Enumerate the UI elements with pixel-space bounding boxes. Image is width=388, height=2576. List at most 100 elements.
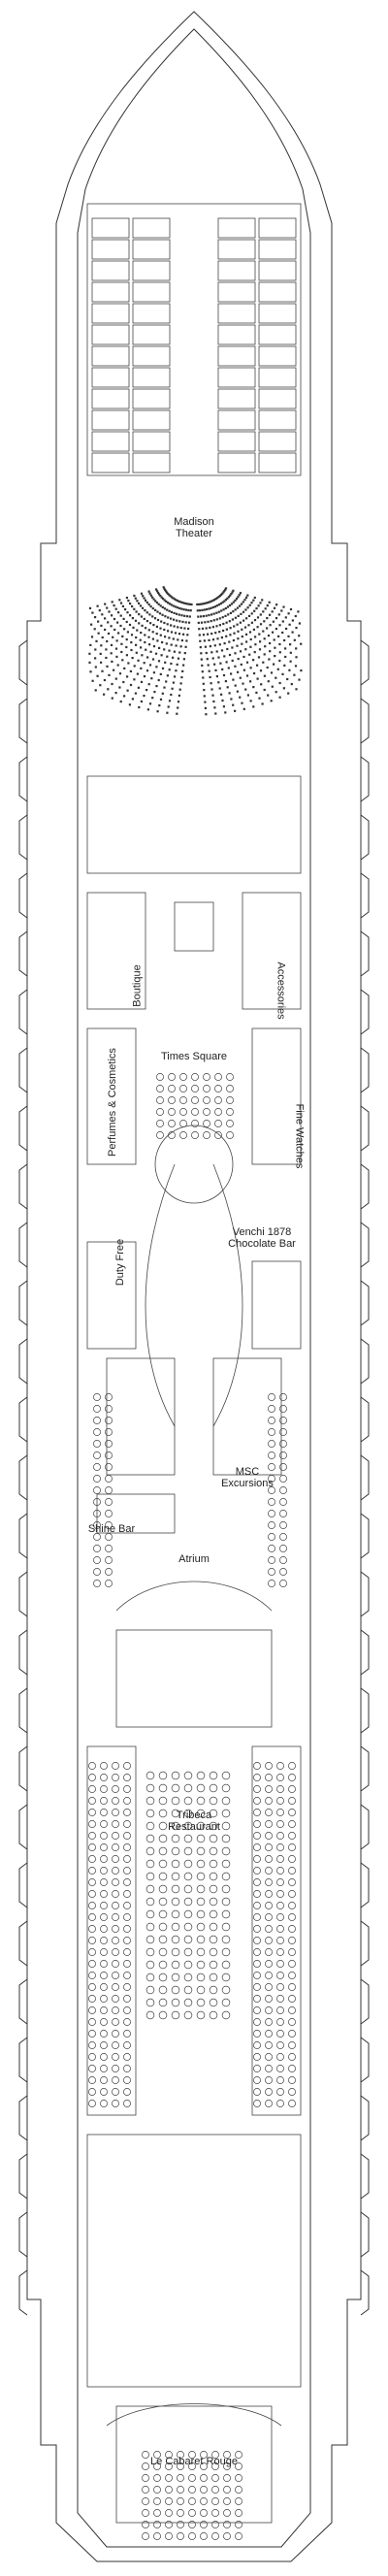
cabin xyxy=(217,452,256,473)
cabin xyxy=(91,409,130,431)
table xyxy=(123,2041,131,2049)
theater-seat xyxy=(284,647,287,650)
table xyxy=(223,2474,231,2482)
theater-seat xyxy=(91,611,94,614)
table xyxy=(100,2065,108,2072)
theater-seat xyxy=(247,614,251,617)
table xyxy=(171,1973,180,1982)
theater-seat xyxy=(295,688,298,691)
theater-seat xyxy=(167,630,170,633)
theater-seat xyxy=(176,612,178,615)
theater-seat xyxy=(210,613,213,616)
hull-notch xyxy=(18,1047,28,1093)
table xyxy=(253,1762,261,1770)
hull-notch xyxy=(360,1047,370,1093)
theater-seat xyxy=(166,674,169,677)
theater-seat xyxy=(89,670,92,673)
table xyxy=(200,2509,208,2517)
theater-seat xyxy=(228,653,232,657)
theater-seat xyxy=(167,616,170,619)
theater-seat xyxy=(149,605,152,608)
hull-notch xyxy=(360,1454,370,1501)
fine-watches-label: Fine Watches xyxy=(293,1103,306,1169)
cabin xyxy=(91,260,130,281)
theater-seat xyxy=(275,691,277,694)
table xyxy=(123,1948,131,1956)
table xyxy=(276,2088,284,2096)
theater-seat xyxy=(267,635,271,637)
theater-seat xyxy=(255,691,258,694)
theater-seat xyxy=(159,627,162,630)
table xyxy=(123,2088,131,2096)
theater-seat xyxy=(223,600,226,603)
table xyxy=(183,1985,193,1995)
theater-seat xyxy=(94,616,97,619)
theater-seat xyxy=(298,622,301,625)
theater-seat xyxy=(291,631,294,634)
theater-seat xyxy=(270,700,273,702)
theater-seat xyxy=(203,695,206,698)
theater-seat xyxy=(182,608,185,611)
theater-seat xyxy=(225,635,228,637)
table xyxy=(209,1985,218,1995)
theater-seat xyxy=(228,640,231,643)
theater-seat xyxy=(111,614,113,617)
theater-seat xyxy=(154,600,157,603)
theater-seat xyxy=(215,675,218,678)
table xyxy=(88,2088,96,2096)
table xyxy=(179,1073,187,1081)
theater-seat xyxy=(140,680,144,683)
theater-seat xyxy=(98,609,101,612)
theater-seat xyxy=(215,625,218,628)
table xyxy=(265,1867,273,1875)
theater-seat xyxy=(182,633,185,636)
cabaret-arc xyxy=(106,2403,282,2427)
table xyxy=(196,1935,206,1944)
table xyxy=(276,2030,284,2038)
theater-seat xyxy=(262,661,265,664)
theater-seat xyxy=(103,693,106,696)
table xyxy=(93,1451,101,1459)
theater-seat xyxy=(163,628,166,632)
table xyxy=(196,1783,206,1793)
theater-seat xyxy=(188,615,191,618)
cabin xyxy=(132,409,171,431)
theater-seat xyxy=(130,648,133,652)
theater-seat xyxy=(231,659,234,662)
theater-seat xyxy=(241,642,243,645)
theater-seat xyxy=(298,678,301,681)
table xyxy=(153,2486,161,2494)
table xyxy=(214,1108,222,1116)
theater-seat xyxy=(135,651,138,654)
table xyxy=(171,1947,180,1957)
theater-seat xyxy=(232,638,235,642)
table xyxy=(142,2462,149,2470)
table xyxy=(253,1820,261,1828)
theater-seat xyxy=(177,701,180,703)
table xyxy=(158,1809,168,1818)
theater-seat xyxy=(277,635,280,637)
cabin xyxy=(258,303,297,324)
theater-seat xyxy=(91,679,94,682)
theater-seat xyxy=(140,667,143,669)
table xyxy=(105,1556,113,1564)
theater-seat xyxy=(208,638,210,641)
theater-seat xyxy=(227,596,230,599)
theater-seat xyxy=(126,675,129,678)
theater-seat xyxy=(122,617,125,620)
table xyxy=(93,1440,101,1448)
hull-notch xyxy=(18,1513,28,1559)
theater-seat xyxy=(138,613,141,616)
theater-seat xyxy=(170,617,173,620)
theater-seat xyxy=(149,594,152,597)
table xyxy=(183,1973,193,1982)
theater-seat xyxy=(201,670,204,673)
theater-seat xyxy=(257,656,261,659)
theater-seat xyxy=(203,689,206,692)
theater-seat xyxy=(123,628,126,631)
theater-seat xyxy=(237,630,240,633)
theater-seat xyxy=(136,600,139,603)
theater-seat xyxy=(128,623,132,627)
theater-seat xyxy=(146,601,148,604)
